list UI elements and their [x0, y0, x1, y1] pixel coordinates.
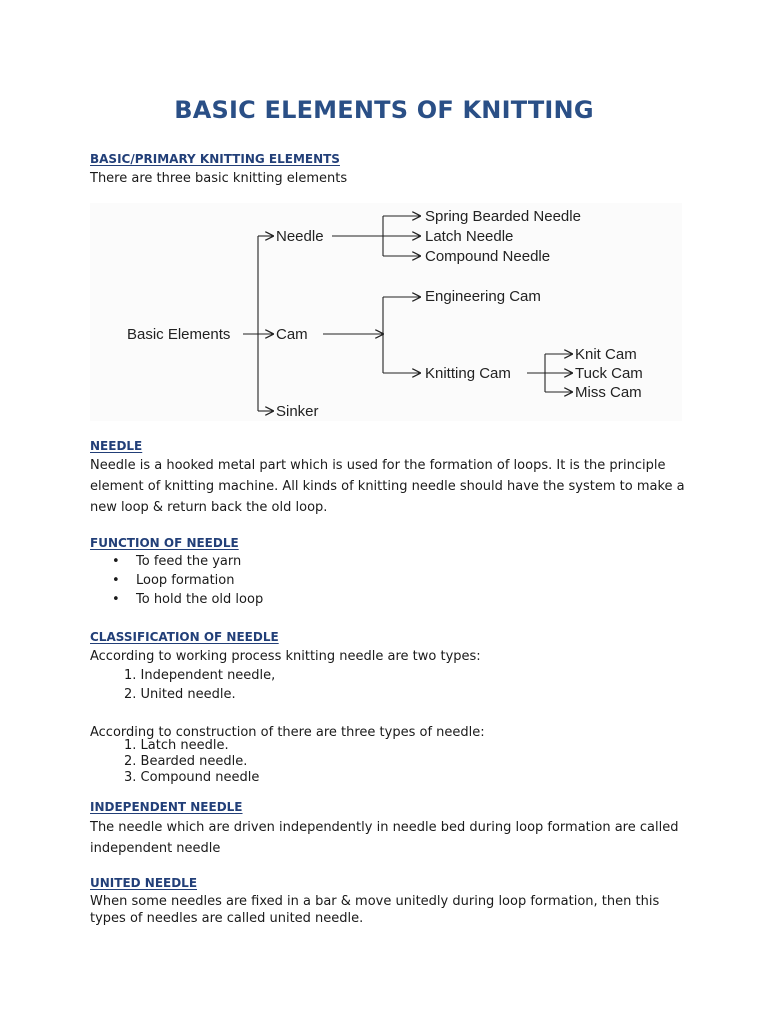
node-miss-cam: Miss Cam: [575, 384, 642, 401]
heading-classification-of-needle: CLASSIFICATION OF NEEDLE: [90, 630, 279, 644]
basic-elements-text: There are three basic knitting elements: [90, 171, 348, 186]
knitting-elements-diagram: Basic Elements Needle Cam Sinker Spring …: [90, 203, 682, 421]
working-process-list: 1. Independent needle, 2. United needle.: [124, 666, 275, 704]
list-item: 1. Independent needle,: [124, 668, 276, 683]
list-item: •To feed the yarn: [112, 554, 242, 569]
node-latch-needle: Latch Needle: [425, 228, 513, 245]
page-title: BASIC ELEMENTS OF KNITTING: [174, 96, 594, 124]
list-item: •To hold the old loop: [112, 592, 264, 607]
classification-intro-construction: According to construction of there are t…: [90, 725, 485, 740]
node-knitting-cam: Knitting Cam: [425, 365, 511, 382]
node-sinker: Sinker: [276, 403, 319, 420]
heading-basic-elements: BASIC/PRIMARY KNITTING ELEMENTS: [90, 152, 340, 166]
function-list: •To feed the yarn •Loop formation •To ho…: [112, 552, 263, 609]
node-knit-cam: Knit Cam: [575, 346, 637, 363]
node-needle: Needle: [276, 228, 324, 245]
heading-needle: NEEDLE: [90, 439, 143, 453]
node-compound-needle: Compound Needle: [425, 248, 550, 265]
node-spring-bearded-needle: Spring Bearded Needle: [425, 208, 581, 225]
united-needle-text: When some needles are fixed in a bar & m…: [90, 894, 660, 926]
node-cam: Cam: [276, 326, 308, 343]
heading-function-of-needle: FUNCTION OF NEEDLE: [90, 536, 239, 550]
node-basic-elements: Basic Elements: [127, 326, 230, 343]
needle-text: Needle is a hooked metal part which is u…: [90, 458, 685, 515]
node-tuck-cam: Tuck Cam: [575, 365, 643, 382]
list-item: •Loop formation: [112, 573, 235, 588]
node-engineering-cam: Engineering Cam: [425, 288, 541, 305]
list-item: 2. United needle.: [124, 687, 236, 702]
independent-needle-text: The needle which are driven independentl…: [90, 820, 679, 856]
construction-list: 1. Latch needle. 2. Bearded needle. 3. C…: [124, 738, 259, 786]
list-item: 2. Bearded needle.: [124, 754, 248, 769]
list-item: 3. Compound needle: [124, 770, 260, 785]
heading-independent-needle: INDEPENDENT NEEDLE: [90, 800, 243, 814]
list-item: 1. Latch needle.: [124, 738, 229, 753]
heading-united-needle: UNITED NEEDLE: [90, 876, 198, 890]
classification-intro-working: According to working process knitting ne…: [90, 649, 481, 664]
